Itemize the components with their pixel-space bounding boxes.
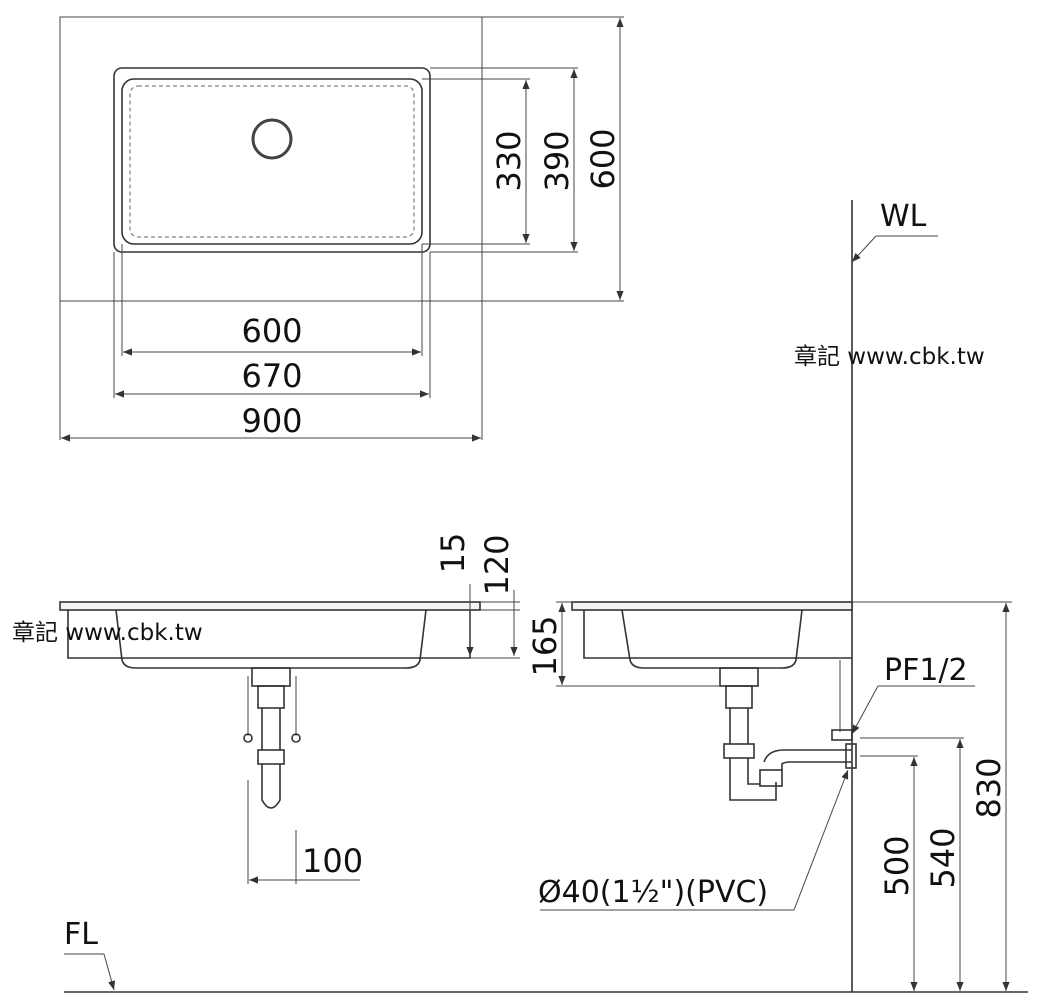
dim-width-bowl: 600 xyxy=(241,312,302,350)
dim-width-counter: 900 xyxy=(241,402,302,440)
label-wall-line: WL xyxy=(880,199,927,234)
side-trap-fitting xyxy=(759,769,783,787)
front-trap-nut xyxy=(257,749,285,765)
watermark-left: 章記 www.cbk.tw xyxy=(12,620,203,646)
sink-bowl-inner xyxy=(129,85,415,238)
side-trap xyxy=(729,758,777,801)
side-counter-body xyxy=(583,610,852,659)
dim-width-sink: 670 xyxy=(241,357,302,395)
side-trap-nut xyxy=(723,743,755,759)
front-valve-left xyxy=(243,733,253,743)
label-drain-pipe: Ø40(1½")(PVC) xyxy=(538,875,768,910)
side-sink-bowl xyxy=(621,609,803,669)
side-drain-flange xyxy=(719,667,759,687)
side-drain-body xyxy=(725,685,753,709)
dim-top: 120 xyxy=(478,534,516,595)
side-waste-arm xyxy=(763,749,852,770)
dim-rim: 15 xyxy=(434,533,472,574)
supply-label-leader xyxy=(851,685,879,735)
dim-depth-bowl: 330 xyxy=(490,130,528,191)
front-drain-body xyxy=(257,685,285,709)
label-floor-line: FL xyxy=(64,917,98,952)
watermark-top-right: 章記 www.cbk.tw xyxy=(794,344,985,370)
side-view: WL FL PF1/2 Ø40(1½")(PVC) xyxy=(64,199,1028,993)
front-drain-flange xyxy=(251,667,291,687)
front-p-trap xyxy=(261,764,281,809)
front-view: 100 15 120 章記 www.cbk.tw xyxy=(12,533,520,884)
dim-supply-height: 540 xyxy=(924,827,962,888)
dim-drain-height: 500 xyxy=(878,835,916,896)
sink-rim xyxy=(113,67,431,253)
label-supply: PF1/2 xyxy=(884,653,968,688)
plan-view: 330 390 600 600 670 900 xyxy=(59,16,624,442)
side-counter-slab xyxy=(571,601,853,611)
wall-label-leader xyxy=(851,235,877,263)
dim-depth-counter: 600 xyxy=(584,128,622,189)
dim-counter-height: 830 xyxy=(970,757,1008,818)
sink-bowl xyxy=(121,78,423,245)
dim-depth-sink: 390 xyxy=(538,130,576,191)
drain-label-leader xyxy=(793,769,849,911)
dim-bowl-depth: 165 xyxy=(526,615,564,676)
dim-drain-offset: 100 xyxy=(302,842,363,880)
front-valve-right xyxy=(291,733,301,743)
front-counter-slab xyxy=(59,601,481,611)
side-angle-valve xyxy=(831,729,853,741)
floor-label-leader xyxy=(103,953,116,991)
side-wall-flange xyxy=(845,743,857,769)
drain-hole xyxy=(251,118,293,160)
